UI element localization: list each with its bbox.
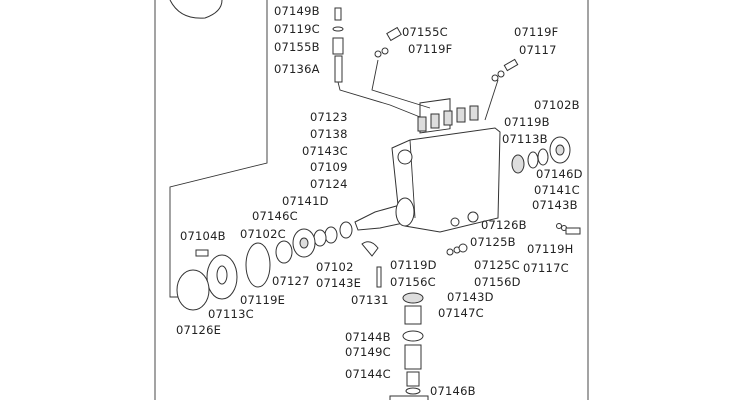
delivery-valve-holders [417,105,479,132]
upper-parts [332,7,519,121]
part-label-07119b: 07119B [504,115,550,129]
part-label-07143c: 07143C [302,144,348,158]
lower-parts [389,292,429,400]
part-label-07155c: 07155C [402,25,448,39]
part-label-07102c: 07102C [240,227,286,241]
part-label-07125b: 07125B [470,235,516,249]
part-label-07131: 07131 [351,293,389,307]
right-parts [446,136,581,256]
part-label-07102: 07102 [316,260,354,274]
part-label-07136a: 07136A [274,62,320,76]
part-label-07156d: 07156D [474,275,521,289]
part-label-07126b: 07126B [481,218,527,232]
part-label-07146d: 07146D [536,167,583,181]
part-label-07124: 07124 [310,177,348,191]
part-label-07117c: 07117C [523,261,569,275]
part-label-07138: 07138 [310,127,348,141]
part-label-07144c: 07144C [345,367,391,381]
part-label-07117: 07117 [519,43,557,57]
part-label-07125c: 07125C [474,258,520,272]
part-label-07119d: 07119D [390,258,437,272]
part-label-07119f: 07119F [514,25,558,39]
part-label-07144b: 07144B [345,330,391,344]
pump-body [354,98,501,233]
part-label-07126e: 07126E [176,323,221,337]
left-parts [176,221,382,311]
part-label-07119e: 07119E [240,293,285,307]
part-label-07119c: 07119C [274,22,320,36]
gear-cover-part [169,0,223,19]
part-label-07113c: 07113C [208,307,254,321]
part-label-07155b: 07155B [274,40,320,54]
part-label-07141c: 07141C [534,183,580,197]
part-label-07104b: 07104B [180,229,226,243]
part-label-07113b: 07113B [502,132,548,146]
part-label-07127: 07127 [272,274,310,288]
part-label-07119h: 07119H [527,242,573,256]
section-boundary-line [169,0,268,298]
part-label-07109: 07109 [310,160,348,174]
part-label-07146c: 07146C [252,209,298,223]
part-label-07141d: 07141D [282,194,329,208]
part-label-07156c: 07156C [390,275,436,289]
part-label-07146b: 07146B [430,384,476,398]
part-label-07143d: 07143D [447,290,494,304]
part-labels: 07149B 07119C 07155B 07136A 07155C 07119F 0711… [176,4,583,398]
part-label-07119f: 07119F [408,42,452,56]
part-label-07149c: 07149C [345,345,391,359]
part-label-07143b: 07143B [532,198,578,212]
part-label-07147c: 07147C [438,306,484,320]
part-label-07123: 07123 [310,110,348,124]
part-label-07102b: 07102B [534,98,580,112]
part-label-07149b: 07149B [274,4,320,18]
part-label-07143e: 07143E [316,276,361,290]
